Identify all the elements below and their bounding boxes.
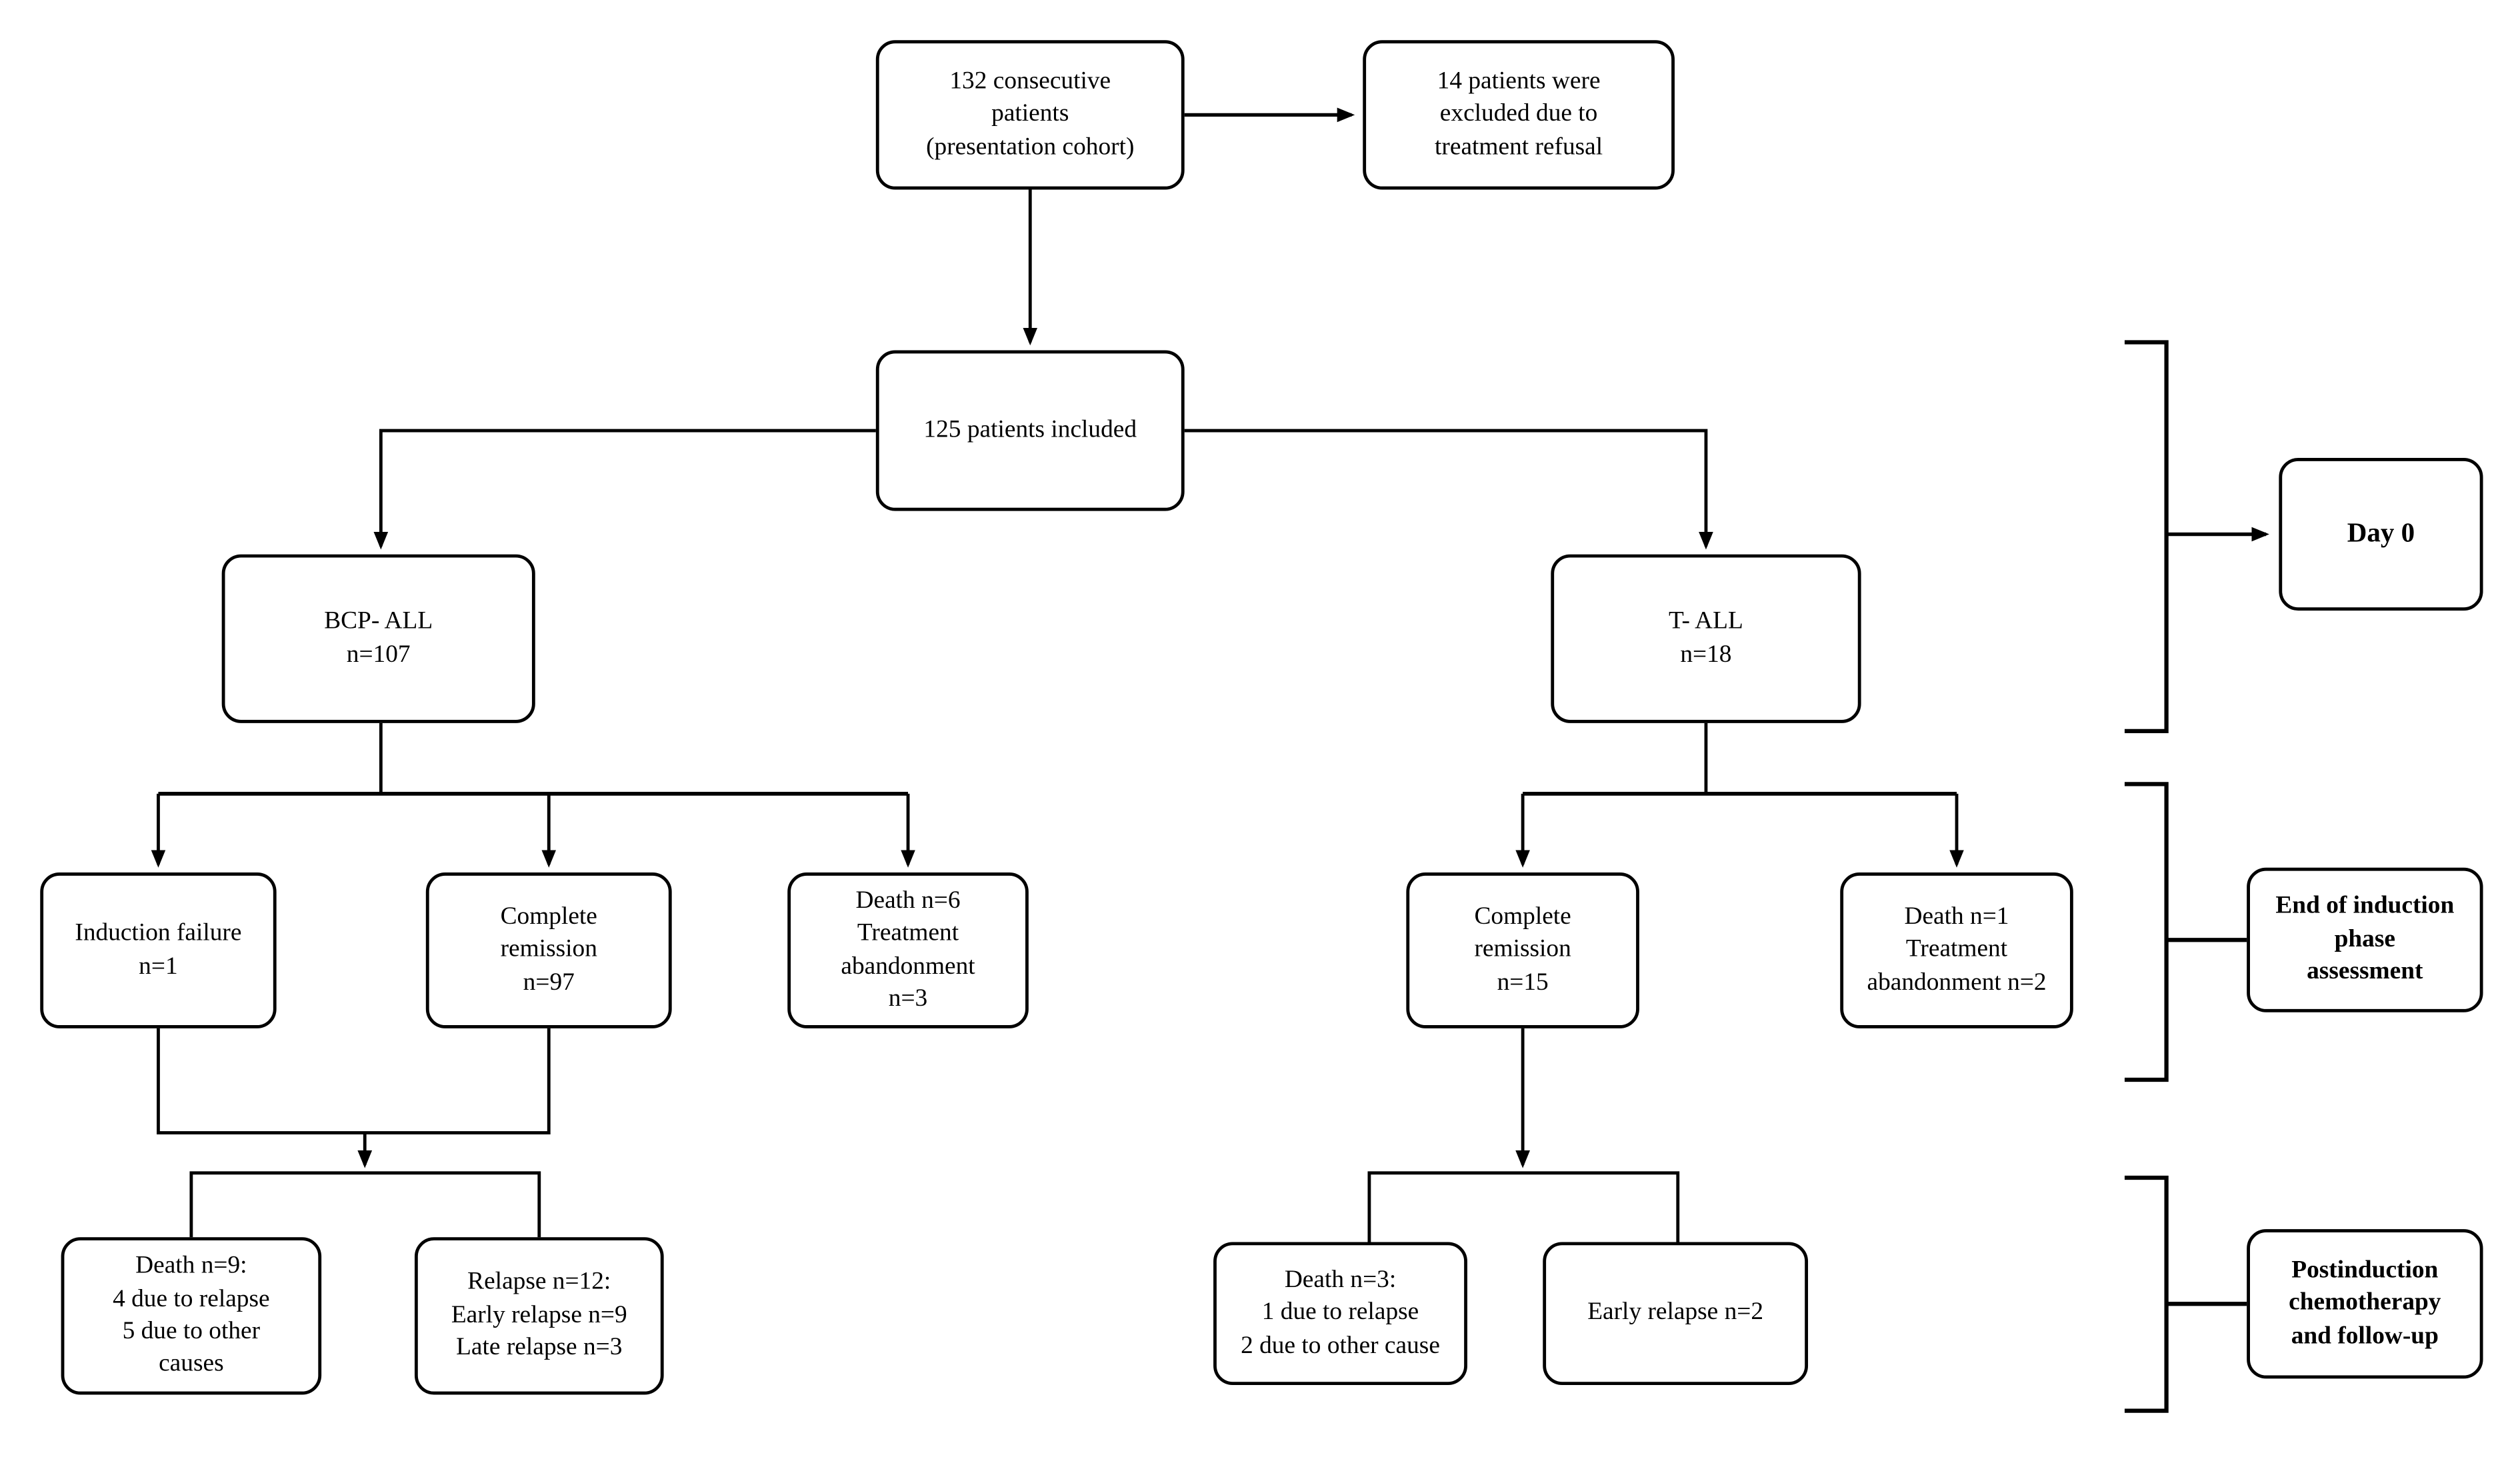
stage-label-day0: Day 0: [2279, 458, 2483, 611]
node-bcp-all: BCP- ALL n=107: [221, 554, 535, 723]
node-complete-remission-t: Complete remission n=15: [1406, 872, 1639, 1028]
connector-bcp-followup-split: [189, 1171, 541, 1238]
node-death-followup-bcp: Death n=9: 4 due to relapse 5 due to oth…: [61, 1237, 322, 1395]
node-death-induction-t: Death n=1 Treatment abandonment n=2: [1840, 872, 2073, 1028]
connector-t-followup-split: [1367, 1171, 1680, 1242]
node-presentation-cohort: 132 consecutive patients (presentation c…: [875, 40, 1185, 190]
bracket-postinduction: [2124, 1175, 2169, 1413]
stage-label-postinduction: Postinduction chemotherapy and follow-up: [2247, 1229, 2483, 1379]
connector-included-to-bcp: [373, 429, 876, 550]
node-included-patients: 125 patients included: [875, 350, 1185, 511]
connector-included-to-tall: [1184, 429, 1713, 550]
bracket-day0: [2124, 340, 2169, 734]
bracket-end-induction: [2124, 782, 2169, 1082]
node-early-relapse-t: Early relapse n=2: [1543, 1242, 1809, 1386]
node-complete-remission-bcp: Complete remission n=97: [425, 872, 672, 1028]
node-induction-failure: Induction failure n=1: [40, 872, 277, 1028]
node-relapse-bcp: Relapse n=12: Early relapse n=9 Late rel…: [414, 1237, 664, 1395]
node-death-followup-t: Death n=3: 1 due to relapse 2 due to oth…: [1213, 1242, 1467, 1386]
connector-bcp-merge: [157, 1028, 551, 1134]
node-excluded-patients: 14 patients were excluded due to treatme…: [1363, 40, 1675, 190]
stage-label-end-induction: End of induction phase assessment: [2247, 867, 2483, 1012]
node-death-induction-bcp: Death n=6 Treatment abandonment n=3: [787, 872, 1029, 1028]
node-t-all: T- ALL n=18: [1551, 554, 1861, 723]
